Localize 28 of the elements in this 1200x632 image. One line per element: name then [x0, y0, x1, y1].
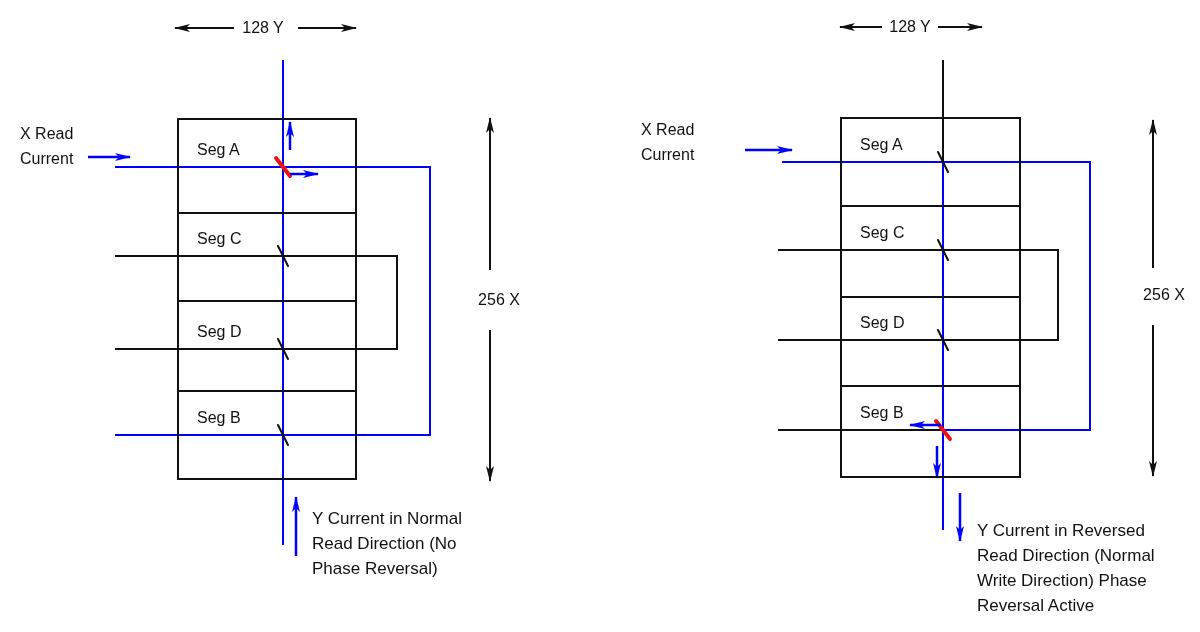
core-segment-band: [840, 117, 1021, 207]
wire-loop: [1020, 249, 1059, 341]
core-segment-band: [177, 212, 357, 302]
current-label: X Read Current: [20, 124, 75, 169]
core-segment-band: [840, 205, 1021, 298]
segment-label: Seg A: [860, 136, 903, 154]
dimension-label: 128 Y: [241, 18, 285, 38]
current-label: X Read Current: [641, 120, 696, 165]
wire-loop: [356, 255, 398, 350]
segment-label: Seg B: [860, 404, 904, 422]
core-segment-band: [840, 296, 1021, 387]
wire-loop: [1020, 161, 1091, 431]
segment-label: Seg B: [197, 409, 241, 427]
core-segment-band: [177, 390, 357, 480]
note-text: Y Current in Normal Read Direction (No Phase Reversal): [312, 508, 463, 580]
segment-label: Seg C: [197, 230, 242, 248]
wire-loop: [356, 166, 431, 436]
segment-label: Seg A: [197, 141, 240, 159]
core-segment-band: [177, 300, 357, 392]
dimension-label: 256 X: [1142, 285, 1186, 305]
segment-label: Seg C: [860, 224, 905, 242]
segment-label: Seg D: [197, 323, 242, 341]
core-segment-band: [840, 385, 1021, 478]
note-text: Y Current in Reversed Read Direction (Normal Write Direction) Phase Reversal Active: [977, 520, 1156, 617]
dimension-label: 256 X: [477, 290, 521, 310]
dimension-label: 128 Y: [888, 17, 932, 37]
segment-label: Seg D: [860, 314, 905, 332]
core-segment-band: [177, 118, 357, 214]
